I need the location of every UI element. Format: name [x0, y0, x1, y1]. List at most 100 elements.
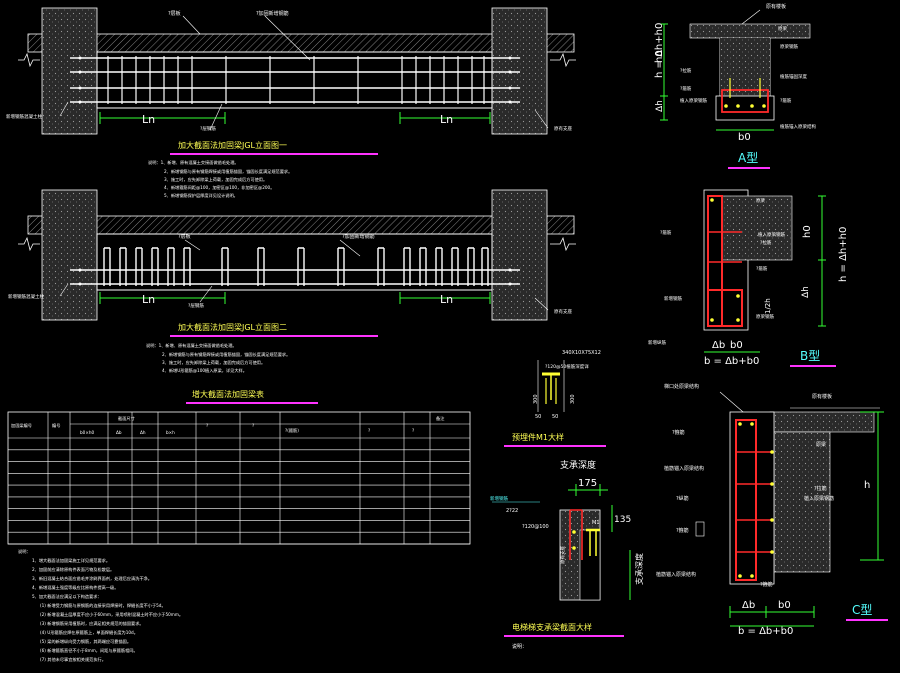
- label-support-1: 原有支座: [554, 125, 572, 132]
- dim-ln-right-2: Ln: [440, 293, 453, 306]
- svg-text:原有楼板: 原有楼板: [812, 393, 832, 400]
- svg-text:原有支座: 原有支座: [559, 546, 566, 564]
- label-bottom-2: ?层钢筋: [188, 302, 204, 309]
- svg-text:?箍筋: ?箍筋: [760, 581, 773, 588]
- support-title: 电梯梯支承梁截面大样: [512, 622, 592, 632]
- label-wall-2: 新增钢筋混凝土柱: [8, 293, 44, 300]
- svg-text:Δh: Δh: [140, 430, 146, 435]
- svg-text:?拉筋: ?拉筋: [814, 485, 827, 492]
- svg-text:5、新增钢筋保护层厚度详见设计说明。: 5、新增钢筋保护层厚度详见设计说明。: [164, 192, 238, 199]
- leader-slab-1: ?层板: [168, 10, 181, 17]
- table-frame: [7, 411, 471, 545]
- svg-text:3、新旧混凝土结合面应凿毛并涂刷界面剂，处理后应清洗干净。: 3、新旧混凝土结合面应凿毛并涂刷界面剂，处理后应清洗干净。: [32, 575, 152, 582]
- svg-text:原梁钢筋: 原梁钢筋: [756, 313, 774, 320]
- svg-text:植筋锚入原梁结构: 植筋锚入原梁结构: [656, 571, 696, 578]
- svg-text:h: h: [864, 480, 870, 491]
- svg-text:Δh: Δh: [655, 100, 665, 112]
- type-a-section: 原有楼板 原梁 原梁钢筋 植筋锚固深度 ?箍筋 植筋锚入原梁结构 ?拉筋 ?箍筋…: [654, 3, 816, 169]
- stirrups-1: [107, 56, 485, 104]
- svg-text:?箍筋: ?箍筋: [780, 97, 792, 104]
- svg-text:2?22: 2?22: [506, 508, 518, 514]
- embed-m1-detail: 340X10X75X12 ?120@50植筋深度详 300 300 50 50 …: [504, 350, 606, 447]
- leader-rebar-2: ?加固新增钢筋: [342, 233, 375, 240]
- right-column-1: [491, 7, 548, 135]
- left-column-2: [41, 189, 98, 321]
- svg-text:植入原梁钢筋: 植入原梁钢筋: [804, 495, 834, 502]
- reinforcement-table: 增大截面法加固梁表 加固梁编号 编号 截面尺寸 ? ? ?(箍筋) ? ? 备注…: [7, 389, 471, 545]
- svg-text:?120@100: ?120@100: [522, 524, 549, 530]
- svg-text:b0: b0: [778, 600, 791, 611]
- svg-text:(3) 新增钢筋采用植筋时，应满足相关规范的锚固要求。: (3) 新增钢筋采用植筋时，应满足相关规范的锚固要求。: [40, 620, 144, 627]
- elevation-2: Ln Ln ?层板 ?加固新增钢筋 新增钢筋混凝土柱 原有支座 ?层钢筋 加大截…: [8, 189, 576, 374]
- svg-text:b0: b0: [730, 340, 743, 351]
- svg-text:支承深度: 支承深度: [560, 459, 596, 471]
- svg-text:?(箍筋): ?(箍筋): [285, 427, 299, 434]
- bar-dots-1: [78, 56, 512, 104]
- svg-text:原梁: 原梁: [778, 25, 787, 32]
- longitudinal-bars-1: [70, 57, 520, 103]
- type-b-section: ?箍筋 原梁 植入原梁钢筋 ?拉筋 ?箍筋 新增钢筋 新增纵筋 原梁钢筋 h =…: [648, 189, 849, 367]
- svg-text:?箍筋: ?箍筋: [676, 527, 689, 534]
- svg-text:植筋锚入原梁结构: 植筋锚入原梁结构: [664, 465, 704, 472]
- dim-175: 175: [578, 478, 597, 489]
- table-title: 增大截面法加固梁表: [192, 389, 264, 399]
- svg-text:说明：: 说明：: [18, 548, 31, 555]
- svg-text:?箍筋: ?箍筋: [672, 429, 685, 436]
- dim-ln-right-1: Ln: [440, 113, 453, 126]
- svg-text:(4) U形箍筋应焊在原箍筋上，单面焊缝长度为10d。: (4) U形箍筋应焊在原箍筋上，单面焊缝长度为10d。: [40, 629, 138, 636]
- svg-text:?箍筋: ?箍筋: [680, 85, 692, 92]
- beam-1: [96, 51, 493, 109]
- svg-text:?120@50植筋深度详: ?120@50植筋深度详: [545, 363, 589, 370]
- svg-text:b = Δb+b0: b = Δb+b0: [738, 626, 793, 637]
- svg-text:(6) 新增箍筋直径不小于8mm，间距与原箍筋相同。: (6) 新增箍筋直径不小于8mm，间距与原箍筋相同。: [40, 647, 138, 654]
- elevation-1: Ln Ln ?层板 ?加固新增钢筋 新增钢筋混凝土柱 原有支座 ?层钢筋 加大截…: [6, 7, 576, 199]
- svg-text:说明：1、新增、原有混凝土交接面做凿毛处理。: 说明：1、新增、原有混凝土交接面做凿毛处理。: [148, 159, 239, 166]
- svg-text:1、增大截面法加固梁施工详见规范要求。: 1、增大截面法加固梁施工详见规范要求。: [32, 557, 110, 564]
- svg-text:Δh: Δh: [801, 286, 811, 298]
- title-elevation-2: 加大截面法加固梁JGL立面图二: [178, 322, 287, 332]
- svg-text:4、新增U形箍筋@100植入原梁，详见大样。: 4、新增U形箍筋@100植入原梁，详见大样。: [162, 367, 247, 374]
- notes-1: 说明：1、新增、原有混凝土交接面做凿毛处理。 2、新增钢筋与原有钢筋焊接或用植筋…: [148, 159, 292, 199]
- svg-text:2、新增钢筋与原有钢筋焊接或用植筋锚固，锚固长度满足规范要求: 2、新增钢筋与原有钢筋焊接或用植筋锚固，锚固长度满足规范要求。: [164, 168, 292, 175]
- th-section: 截面尺寸: [118, 415, 135, 422]
- svg-text:h0: h0: [654, 50, 665, 63]
- svg-text:说明：: 说明：: [512, 643, 527, 650]
- svg-text:b0: b0: [738, 132, 751, 143]
- embed-title: 预埋件M1大样: [512, 432, 564, 442]
- th-remark: 备注: [436, 415, 445, 422]
- leader-slab-2: ?层板: [178, 233, 191, 240]
- u-stirrups-2: [103, 247, 489, 286]
- type-c-title: C型: [852, 603, 872, 617]
- svg-text:b×h: b×h: [166, 430, 175, 435]
- svg-text:300: 300: [533, 394, 539, 404]
- bottom-notes: 说明： 1、增大截面法加固梁施工详见规范要求。 2、加固前应清除原构件表面污物及…: [18, 548, 183, 663]
- svg-text:b = Δb+b0: b = Δb+b0: [704, 356, 759, 367]
- svg-text:135: 135: [614, 515, 631, 525]
- svg-text:2、加固前应清除原构件表面污物及松散层。: 2、加固前应清除原构件表面污物及松散层。: [32, 566, 114, 573]
- svg-text:1/2h: 1/2h: [764, 298, 772, 314]
- svg-text:50: 50: [535, 414, 541, 420]
- svg-text:(2) 新增混凝土层厚度不应小于60mm，采用喷射混凝土时不: (2) 新增混凝土层厚度不应小于60mm，采用喷射混凝土时不应小于50mm。: [40, 611, 183, 618]
- svg-text:2、新增钢筋与原有钢筋焊接或用植筋锚固，锚固长度满足规范要求: 2、新增钢筋与原有钢筋焊接或用植筋锚固，锚固长度满足规范要求。: [162, 351, 290, 358]
- svg-text:5、加大截面法应满足以下构造要求：: 5、加大截面法应满足以下构造要求：: [32, 593, 102, 600]
- dim-ln-left-2: Ln: [142, 293, 155, 306]
- svg-text:Δb: Δb: [116, 430, 122, 435]
- svg-text:支承深度: 支承深度: [634, 553, 644, 585]
- label-bottom-1: ?层钢筋: [200, 125, 216, 132]
- type-b-title: B型: [800, 349, 820, 363]
- svg-text:植入原梁钢筋: 植入原梁钢筋: [758, 231, 785, 238]
- type-a-title: A型: [738, 151, 758, 165]
- svg-text:?箍筋: ?箍筋: [756, 265, 768, 272]
- svg-text:b0×h0: b0×h0: [80, 430, 94, 435]
- svg-text:3、施工时，应先卸除梁上荷载，加固完成后方可使用。: 3、施工时，应先卸除梁上荷载，加固完成后方可使用。: [162, 359, 265, 366]
- left-column-1: [41, 7, 98, 135]
- svg-text:植筋锚固深度: 植筋锚固深度: [780, 73, 807, 80]
- svg-text:?: ?: [368, 428, 370, 433]
- svg-text:h = Δh+h0: h = Δh+h0: [654, 23, 665, 78]
- svg-text:原梁: 原梁: [816, 441, 826, 448]
- svg-text:300: 300: [570, 394, 576, 404]
- svg-text:?: ?: [206, 423, 208, 428]
- right-column-2: [491, 189, 548, 321]
- beam-2: [96, 233, 493, 291]
- th-beam-no: 加固梁编号: [11, 422, 32, 429]
